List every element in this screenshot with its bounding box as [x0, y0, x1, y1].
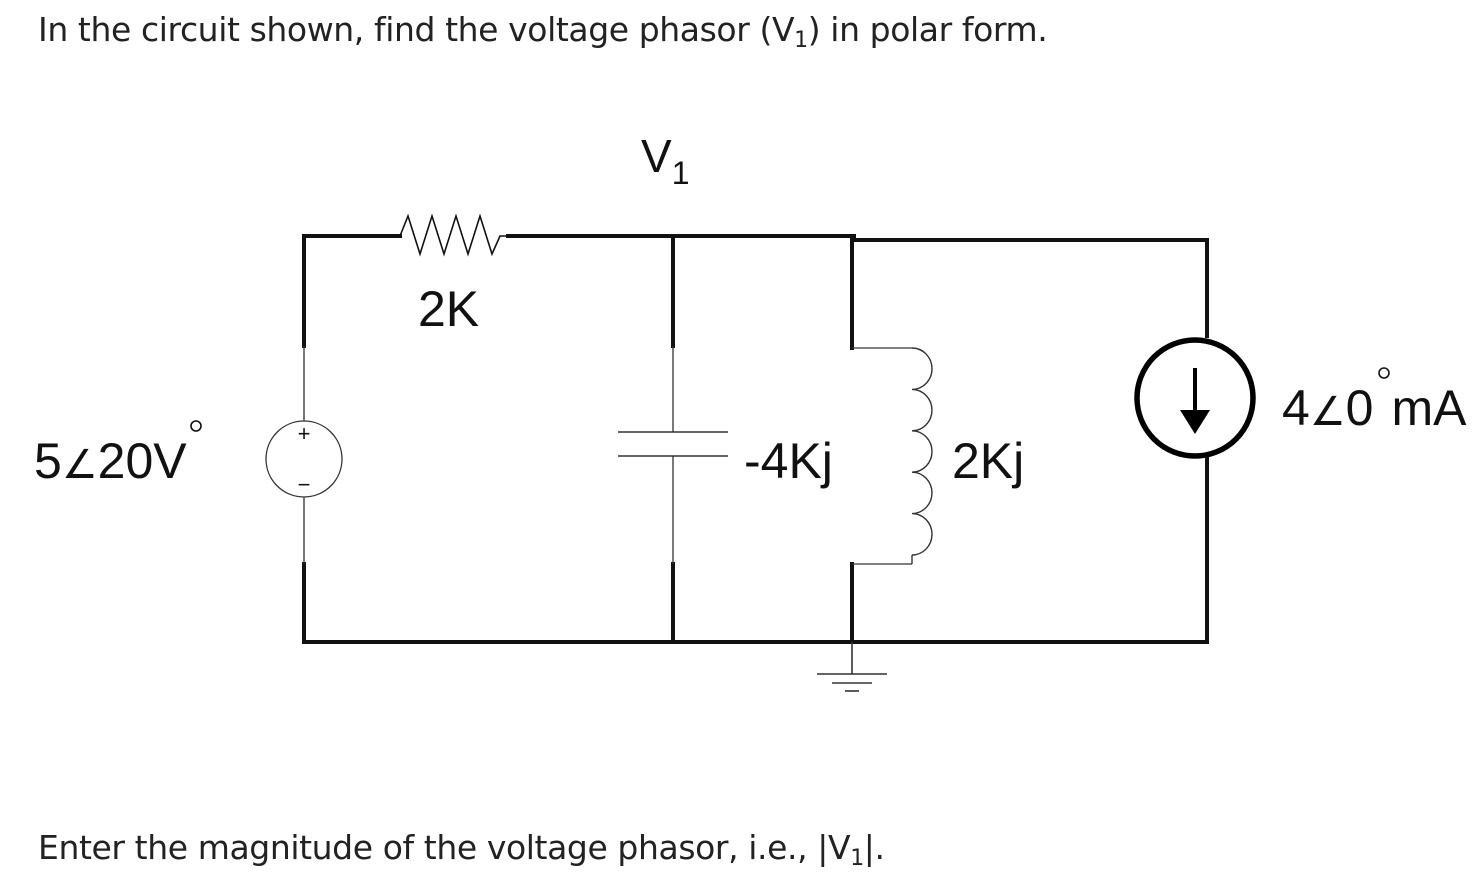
current-source-magnitude: 4 [1282, 380, 1310, 436]
current-source-arrowhead [1180, 410, 1210, 434]
voltage-source-angle: 20 [98, 433, 154, 489]
question-prompt-after: ) in polar form. [807, 10, 1048, 49]
node-label-letter: V [641, 130, 672, 182]
inductor-label: 2Kj [952, 433, 1024, 489]
current-source-angle: 0 [1346, 380, 1374, 436]
ground-symbol [817, 642, 887, 692]
voltage-source-label: 5∠20V [34, 433, 187, 489]
node-label-sub: 1 [672, 155, 690, 191]
capacitor-symbol [618, 431, 728, 457]
current-source-angle-symbol: ∠ [1310, 390, 1346, 434]
voltage-source: + − [265, 420, 343, 498]
current-source-label: 4∠0 mA [1282, 380, 1467, 436]
question-instruction-sub: 1 [850, 846, 864, 871]
voltage-source-angle-symbol: ∠ [62, 443, 98, 487]
voltage-source-degree-mark [190, 420, 202, 432]
current-source-degree-mark [1378, 367, 1390, 379]
voltage-source-magnitude: 5 [34, 433, 62, 489]
question-prompt-before: In the circuit shown, find the voltage p… [38, 10, 795, 49]
wires [302, 234, 1209, 644]
question-prompt-sub: 1 [794, 28, 808, 53]
question-prompt: In the circuit shown, find the voltage p… [38, 10, 1048, 53]
current-source-unit: mA [1391, 380, 1467, 436]
question-instruction: Enter the magnitude of the voltage phaso… [38, 828, 885, 871]
voltage-source-unit: V [153, 433, 187, 489]
resistor-label: 2K [418, 281, 479, 337]
thin-leads [303, 346, 912, 565]
voltage-source-plus: + [298, 421, 311, 446]
node-label: V1 [641, 130, 689, 191]
capacitor-label: -4Kj [744, 433, 833, 489]
question-instruction-before: Enter the magnitude of the voltage phaso… [38, 828, 851, 867]
current-source [1134, 337, 1256, 459]
resistor-symbol [399, 213, 508, 257]
voltage-source-circle [265, 420, 343, 498]
inductor-symbol [911, 347, 933, 556]
voltage-source-minus: − [298, 472, 311, 497]
question-instruction-after: |. [863, 828, 885, 867]
